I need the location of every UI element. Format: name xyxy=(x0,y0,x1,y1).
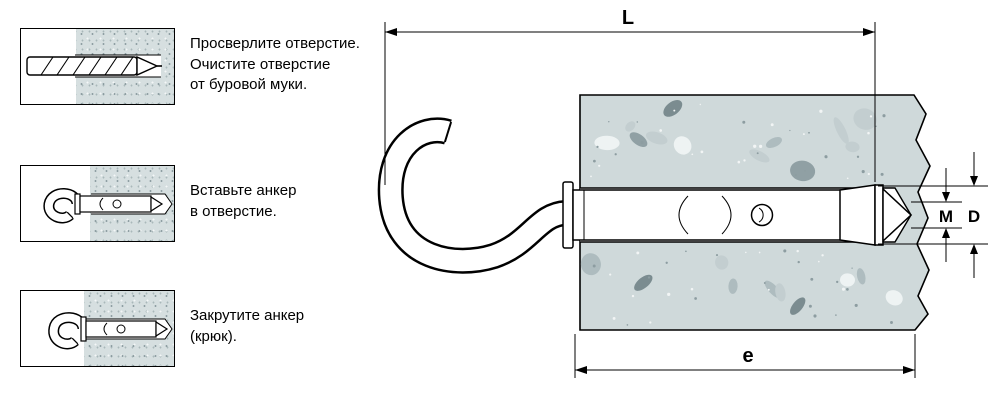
step-1-panel xyxy=(20,28,175,105)
dimension-e: e xyxy=(574,334,916,378)
step-2-illustration-anchor xyxy=(43,188,173,224)
concrete-speckles xyxy=(580,100,903,326)
expansion-cut-right xyxy=(721,195,732,235)
arrowhead-right xyxy=(903,366,915,374)
anchor-sleeve xyxy=(562,181,913,249)
arrowhead-down xyxy=(970,176,978,186)
sleeve-body xyxy=(572,189,842,241)
dimension-M-label: M xyxy=(939,207,953,226)
expansion-cut-left xyxy=(678,195,689,235)
dimension-L-label: L xyxy=(622,7,634,29)
main-technical-drawing: L e M D xyxy=(377,7,988,378)
hook-anchor-small xyxy=(43,188,164,224)
dimension-M: M xyxy=(911,168,962,262)
arrowhead-left xyxy=(575,366,587,374)
expansion-flare xyxy=(839,184,876,246)
dimension-L: L xyxy=(384,7,876,185)
sleeve-flange xyxy=(562,181,574,249)
arrowhead-up xyxy=(970,244,978,254)
hook-tip-cap xyxy=(443,121,453,143)
step-3-panel xyxy=(20,290,175,367)
step-2-text: Вставьте анкер в отверстие. xyxy=(190,182,297,220)
arrowhead-up xyxy=(942,228,950,238)
anchor-hook xyxy=(377,117,568,274)
step-3-illustration-anchor xyxy=(48,312,173,350)
dimension-e-label: e xyxy=(742,345,753,367)
cone-tip xyxy=(882,187,913,243)
step-3-text: Закрутите анкер (крюк). xyxy=(190,307,305,345)
dimension-D-label: D xyxy=(968,207,980,226)
wedge-collar xyxy=(874,184,884,246)
step-1-text: Просверлите отверстие. Очистите отверсти… xyxy=(190,35,360,94)
sleeve-eye xyxy=(750,203,774,227)
arrowhead-down xyxy=(942,192,950,202)
dimension-D: D xyxy=(878,152,988,278)
arrowhead-left xyxy=(385,28,397,36)
arrowhead-right xyxy=(863,28,875,36)
step-2-panel xyxy=(20,165,175,242)
step-1-illustration-drill xyxy=(26,54,162,78)
hook-anchor-small xyxy=(48,312,169,350)
drill-bit xyxy=(26,55,162,77)
